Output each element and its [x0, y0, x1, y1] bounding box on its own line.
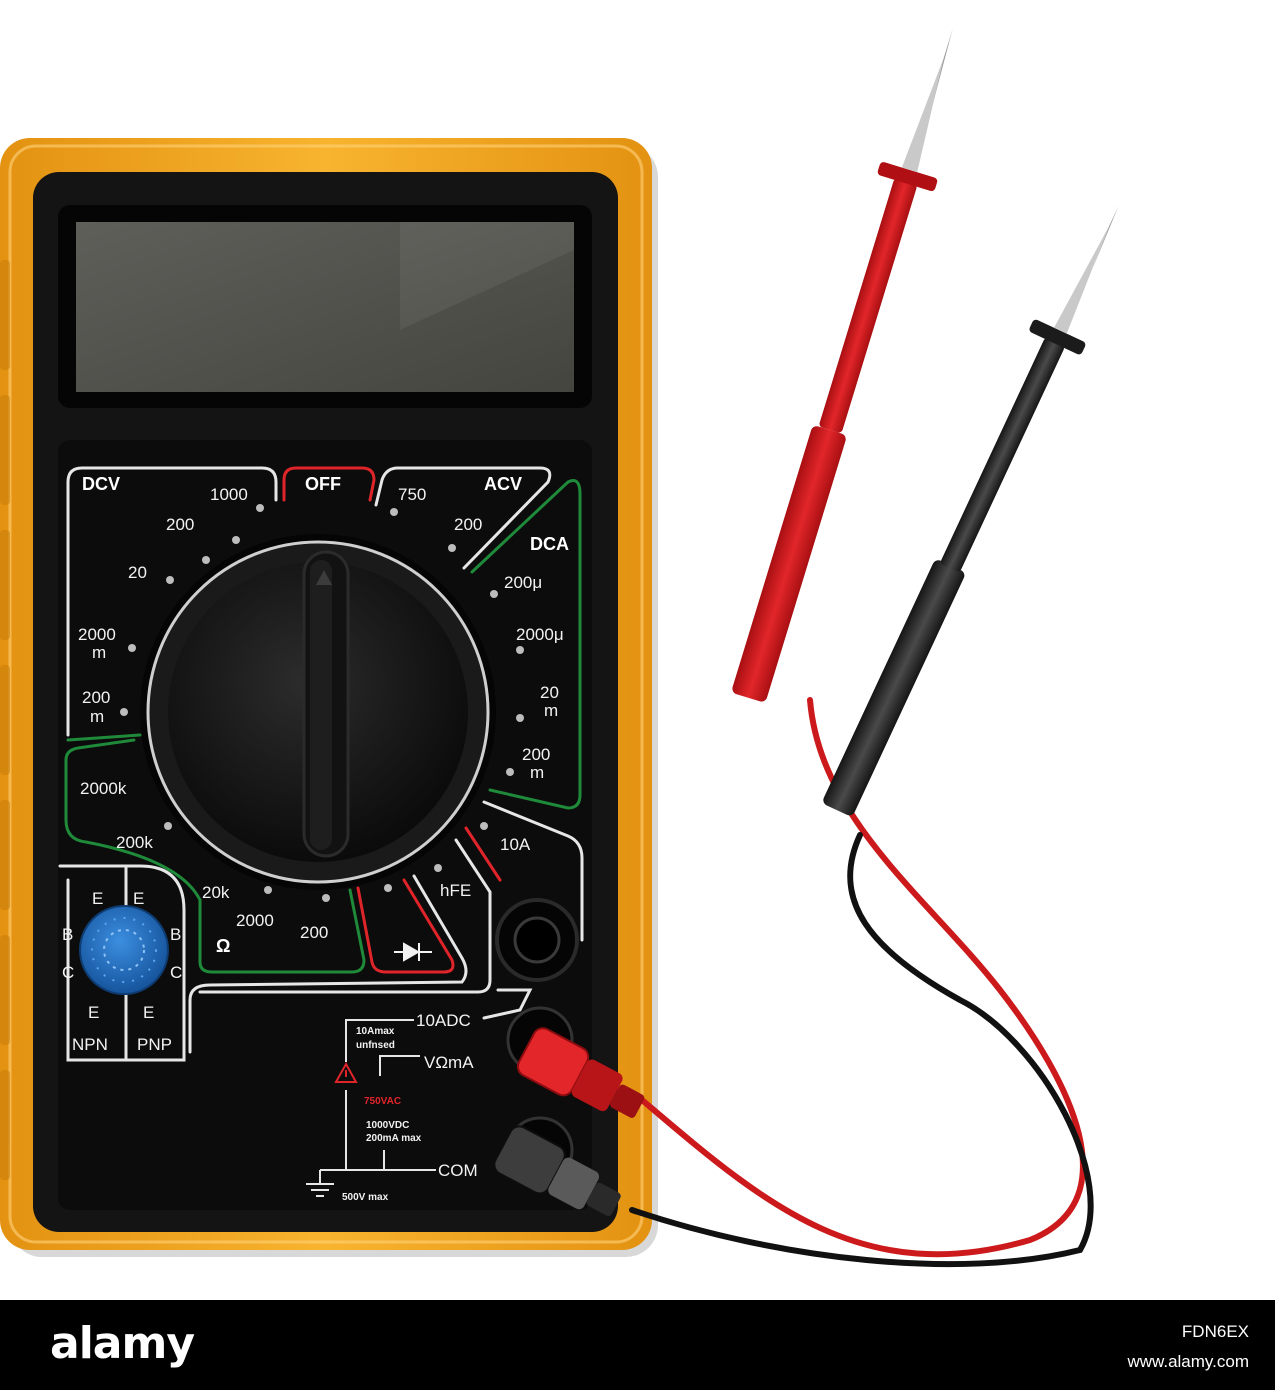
site-url: www.alamy.com [1127, 1352, 1249, 1371]
brand-logo: alamy [50, 1318, 195, 1369]
red-probe-plug[interactable] [514, 1025, 651, 1131]
warning-icon [334, 1061, 358, 1083]
label-dca-20m: 20 [540, 683, 559, 702]
jack-10a[interactable] [495, 898, 579, 982]
test-lead-cables [629, 697, 1094, 1268]
label-acv: ACV [484, 474, 522, 494]
label-10amax: 10Amax [356, 1026, 395, 1037]
label-hfe: hFE [440, 881, 471, 900]
label-dcv-2000m: 2000 [78, 625, 116, 644]
range-labels: OFF DCV 1000 200 20 2000 m 200 m ACV 750… [78, 474, 569, 962]
label-dca-200m-unit: m [530, 763, 544, 782]
label-dca-20m-unit: m [544, 701, 558, 720]
label-dcv-20: 20 [128, 563, 147, 582]
label-1000vdc: 1000VDC [366, 1120, 409, 1131]
label-com: COM [438, 1161, 478, 1180]
label-off: OFF [305, 474, 341, 494]
label-dcv-200: 200 [166, 515, 194, 534]
socket-e-1: E [92, 889, 103, 908]
socket-b-2: B [170, 925, 181, 944]
label-dca-200u: 200μ [504, 573, 542, 592]
label-acv-200: 200 [454, 515, 482, 534]
label-dcv: DCV [82, 474, 120, 494]
socket-e-4: E [143, 1003, 154, 1022]
label-ohm-2000: 2000 [236, 911, 274, 930]
label-dcv-200m-unit: m [90, 707, 104, 726]
label-ohm-20k: 20k [202, 883, 230, 902]
transistor-dial-icon[interactable] [79, 905, 169, 995]
label-dcv-1000: 1000 [210, 485, 248, 504]
transistor-socket: E E B B C C E E NPN PNP [62, 889, 182, 1054]
range-dots [120, 504, 524, 902]
footer-bar [0, 1300, 1275, 1390]
label-dca: DCA [530, 534, 569, 554]
label-dcv-200m: 200 [82, 688, 110, 707]
socket-b-1: B [62, 925, 73, 944]
label-750vac: 750VAC [364, 1096, 401, 1107]
label-dcv-2000m-unit: m [92, 643, 106, 662]
label-ohm-200k: 200k [116, 833, 153, 852]
label-npn: NPN [72, 1035, 108, 1054]
socket-e-3: E [88, 1003, 99, 1022]
label-10adc: 10ADC [416, 1011, 471, 1030]
socket-e-2: E [133, 889, 144, 908]
red-test-probe[interactable] [719, 20, 981, 707]
label-ohm-200: 200 [300, 923, 328, 942]
label-pnp: PNP [137, 1035, 172, 1054]
rotary-range-selector[interactable] [140, 534, 496, 890]
image-id: FDN6EX [1181, 1322, 1249, 1341]
diode-icon [394, 942, 432, 962]
label-vohm: VΩmA [424, 1053, 474, 1072]
socket-c-2: C [170, 963, 182, 982]
label-ohm-2000k: 2000k [80, 779, 127, 798]
lcd-display [76, 222, 574, 392]
label-ohm: Ω [216, 936, 230, 956]
label-unfused: unfnsed [356, 1040, 395, 1051]
label-acv-750: 750 [398, 485, 426, 504]
black-test-probe[interactable] [811, 193, 1145, 822]
label-dca-10a: 10A [500, 835, 531, 854]
black-probe-plug[interactable] [491, 1123, 628, 1229]
socket-c-1: C [62, 963, 74, 982]
multimeter-illustration: OFF DCV 1000 200 20 2000 m 200 m ACV 750… [0, 20, 1145, 1268]
label-500v-max: 500V max [342, 1192, 389, 1203]
label-dca-200m: 200 [522, 745, 550, 764]
label-dca-2000u: 2000μ [516, 625, 564, 644]
label-200ma-max: 200mA max [366, 1133, 422, 1144]
